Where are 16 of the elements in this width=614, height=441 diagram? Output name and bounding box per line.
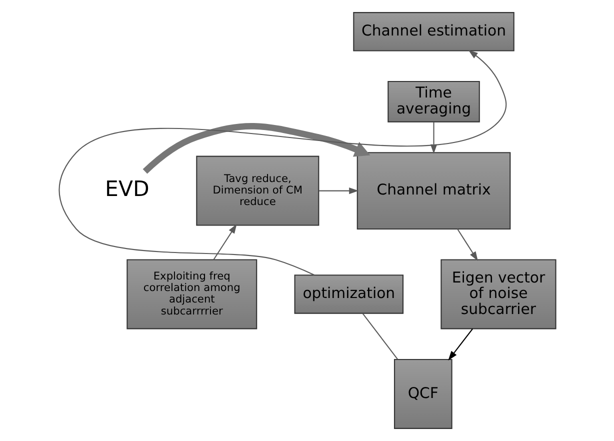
arrow xyxy=(448,328,472,360)
node-box: Tavg reduce, Dimension of CM reduce xyxy=(196,156,319,226)
node-box: Channel estimation xyxy=(352,12,514,52)
arrow xyxy=(58,50,506,276)
arrow xyxy=(456,228,478,262)
connector xyxy=(362,313,398,360)
node-box: Time averaging xyxy=(387,81,480,122)
node-text: EVD xyxy=(104,177,149,202)
arrow xyxy=(142,123,370,174)
arrow xyxy=(212,224,236,260)
node-box: Eigen vector of noise subcarrier xyxy=(440,259,556,330)
node-box: QCF xyxy=(393,358,452,429)
arrow xyxy=(318,187,358,194)
node-box: optimization xyxy=(294,274,404,314)
node-box: Exploiting freq correlation among adjacent subcarrrrier xyxy=(126,259,257,330)
node-box: Channel matrix xyxy=(356,152,510,230)
